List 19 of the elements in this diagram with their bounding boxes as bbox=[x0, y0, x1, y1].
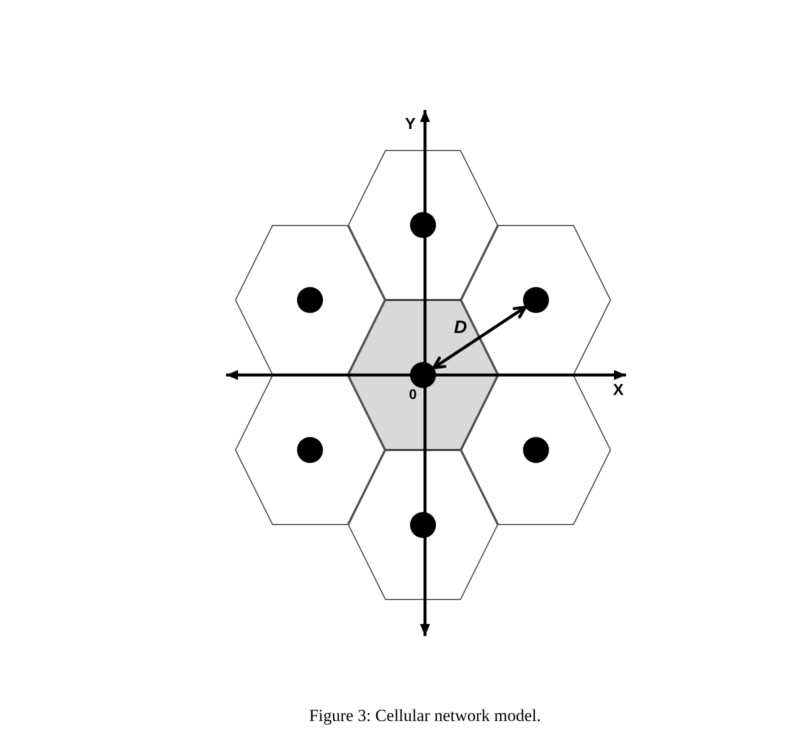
dot-icon bbox=[297, 287, 323, 313]
hexagon-cell bbox=[348, 150, 498, 300]
dot-icon bbox=[410, 362, 436, 388]
dot-icon bbox=[523, 437, 549, 463]
origin-label: 0 bbox=[409, 387, 417, 401]
shaded-hexagon-cell bbox=[348, 300, 498, 450]
dot-icon bbox=[410, 512, 436, 538]
axis-label: X bbox=[613, 383, 624, 399]
figure-caption: Figure 3: Cellular network model. bbox=[309, 707, 541, 724]
hexagon-cell bbox=[348, 450, 498, 600]
dot-icon bbox=[410, 212, 436, 238]
hexagon-cell bbox=[235, 375, 385, 525]
hexagon-cell bbox=[461, 375, 611, 525]
axis-label: Y bbox=[405, 117, 416, 133]
hexagon-cell bbox=[235, 225, 385, 375]
double-arrow bbox=[432, 306, 527, 370]
dot-icon bbox=[523, 287, 549, 313]
dot-icon bbox=[297, 437, 323, 463]
edge-label: D bbox=[454, 318, 467, 336]
